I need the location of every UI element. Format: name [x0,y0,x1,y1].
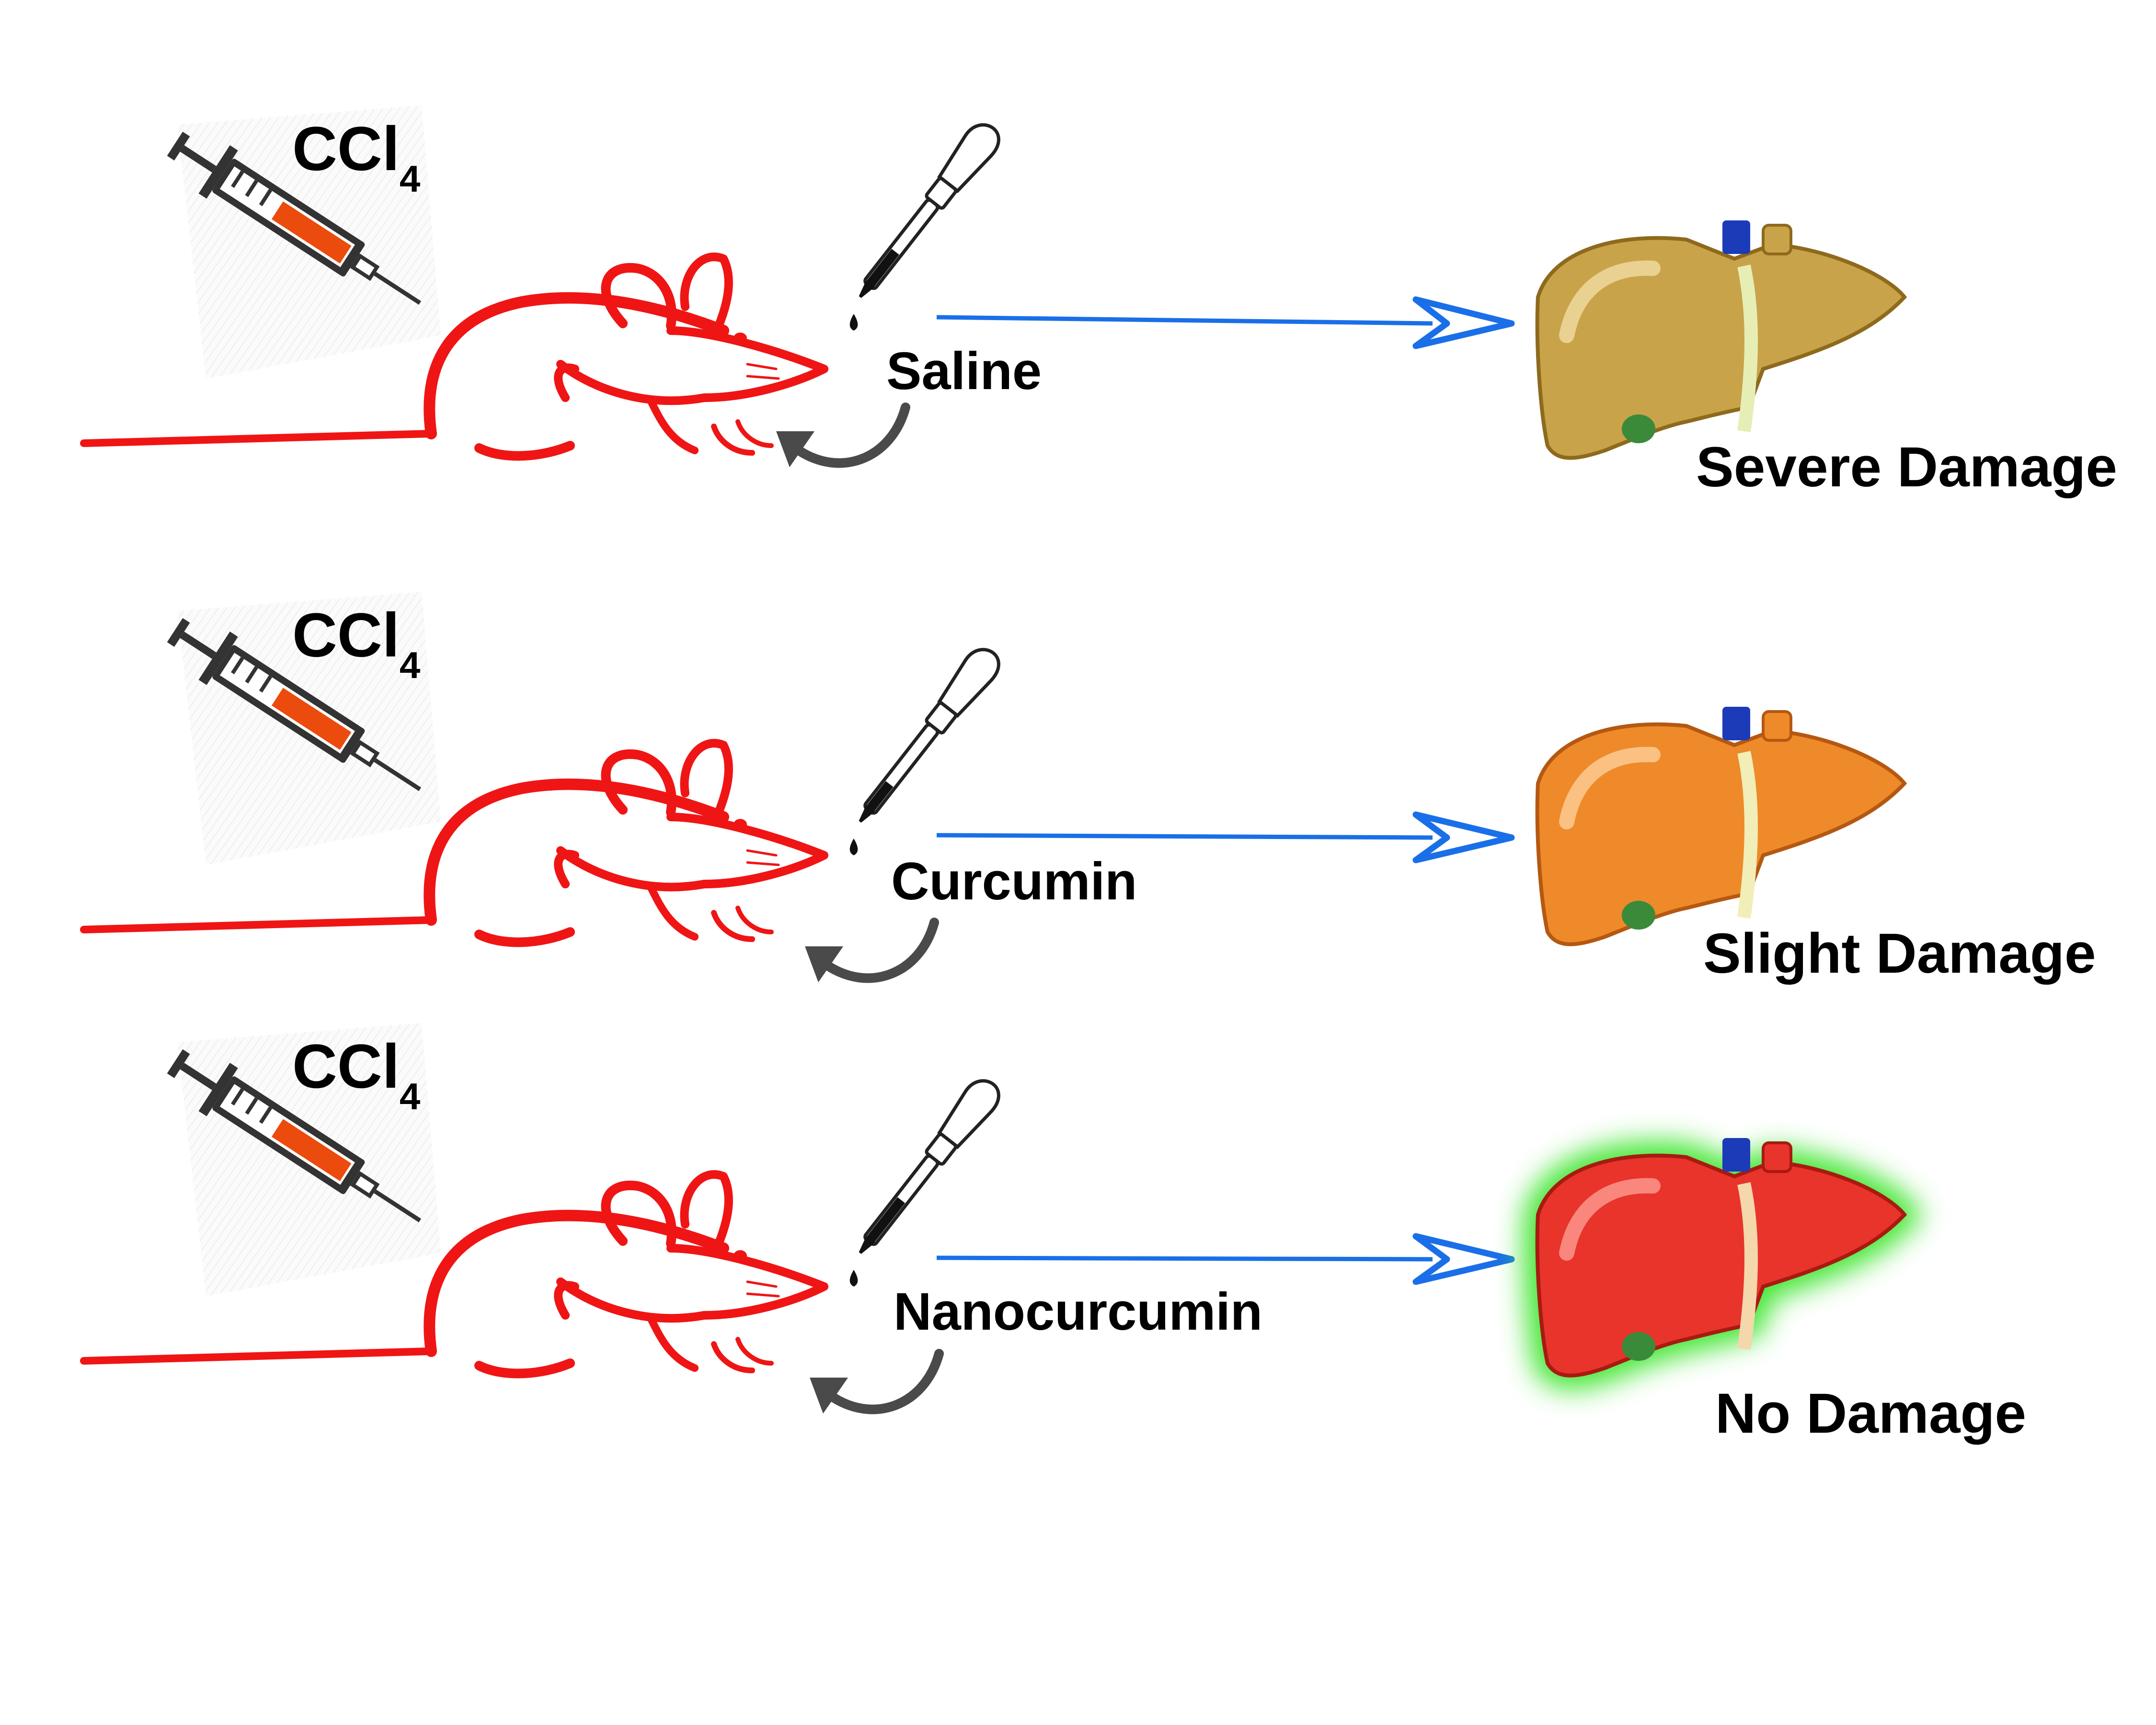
dropper-icon [859,123,1000,298]
liver-icon [1535,1138,1907,1378]
drop [849,839,858,855]
treatment-label: Saline [886,342,1042,401]
dropper-icon [859,648,1000,823]
flow-arrow-icon [936,811,1515,863]
injection-label: CCl4 [292,114,420,200]
mouse-icon [80,253,828,461]
liver-icon [1535,220,1907,460]
row-3: CCl4 Nanocurcu [80,1023,2026,1445]
mouse-icon [80,739,828,947]
mouse-eye [734,819,747,830]
mouse-eye [734,333,747,344]
row-2: CCl4 Curcumin [80,592,2096,985]
curved-arrow-icon [805,918,939,983]
injection-label: CCl4 [292,1031,420,1117]
mouse-nose [814,364,827,374]
injection-label: CCl4 [292,600,420,686]
flow-arrow-icon [936,1233,1515,1285]
drop [849,314,858,331]
dropper-icon [859,1079,1000,1254]
row-1: CCl4 [80,105,2117,499]
mouse-nose [814,851,827,860]
treatment-label: Curcumin [891,852,1137,911]
curved-arrow-icon [776,402,910,468]
mouse-eye [734,1250,747,1262]
mouse-nose [814,1282,827,1291]
syringe-icon [167,1049,422,1223]
liver-icon [1535,707,1907,946]
outcome-label: No Damage [1715,1382,2026,1445]
mouse-icon [80,1170,828,1379]
curved-arrow-icon [810,1349,944,1414]
outcome-label: Severe Damage [1696,436,2117,499]
flow-arrow-icon [936,296,1515,349]
treatment-label: Nanocurcumin [894,1282,1262,1341]
syringe-icon [167,618,422,792]
outcome-label: Slight Damage [1703,922,2096,985]
syringe-icon [167,131,422,305]
drop [849,1270,858,1287]
